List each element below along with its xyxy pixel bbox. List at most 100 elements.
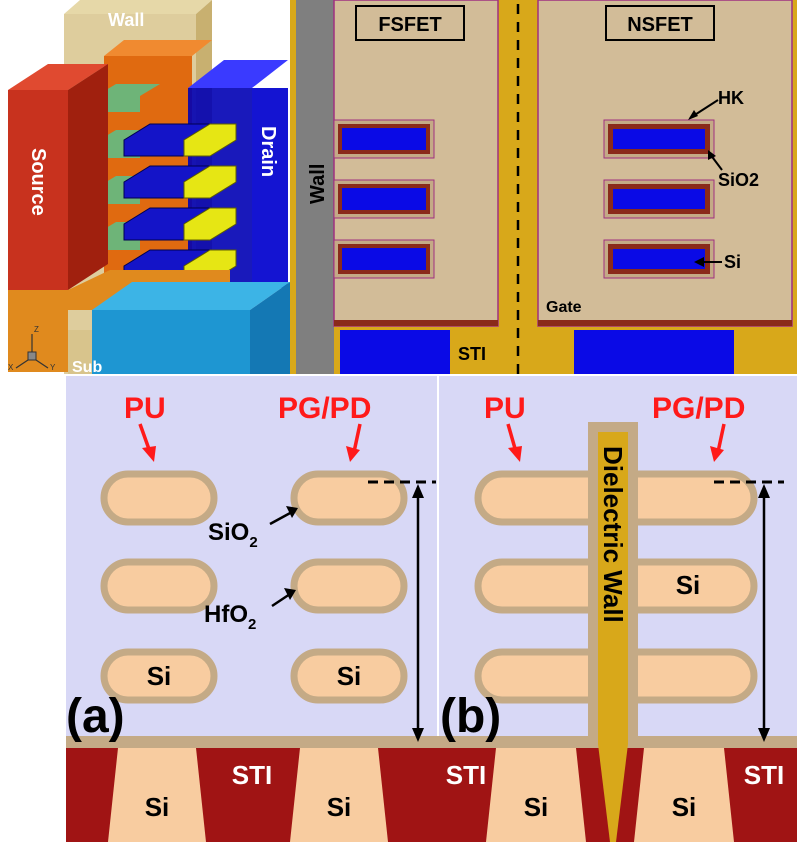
b-arrowhead-pu — [508, 446, 522, 462]
nsfet-channel-2-si — [613, 189, 705, 209]
label-hk: HK — [718, 88, 744, 108]
fsfet-bottom-si — [340, 330, 450, 374]
a-label-pgpd: PG/PD — [278, 392, 371, 425]
height-markers — [368, 480, 784, 742]
fsfet-title: FSFET — [378, 14, 441, 36]
a-sheet-pd-3 — [290, 648, 408, 704]
substrate-oxide-line — [66, 736, 797, 748]
a-sheet-pd-2 — [290, 558, 408, 614]
nanosheet-1-yellow — [183, 123, 237, 157]
b-label-dielectric-wall: Dielectric Wall — [598, 446, 628, 623]
fsfet-channel-3-si — [342, 248, 426, 270]
b-height-arrow-bottom — [758, 728, 770, 742]
label-sio2: SiO2 — [718, 170, 759, 190]
panel-b-letter: (b) — [440, 690, 501, 743]
b-label-si-fin-right: Si — [672, 792, 697, 822]
drain-front — [252, 88, 288, 288]
fsfet-channel-1-si — [342, 128, 426, 150]
substrate-sub-block — [68, 330, 92, 374]
nanosheet-stack — [123, 123, 237, 283]
nsfet-title: NSFET — [627, 14, 693, 36]
a-arrowhead-pu — [142, 446, 156, 462]
panel-cross-section: FSFET NSFET H — [290, 0, 797, 374]
b-label-sti-left: STI — [446, 760, 486, 790]
a-label-si-left: Si — [147, 661, 172, 691]
panel-b-sheets — [474, 422, 758, 842]
axis-triad: Z X Y — [8, 325, 56, 372]
a-arrow-hfo2 — [271, 592, 291, 608]
substrate-teal-top — [92, 282, 290, 310]
wall-top — [64, 0, 212, 14]
si-arrowhead — [694, 257, 704, 267]
panel-3d: Wall Source Drain Sub Z X Y — [8, 0, 290, 376]
a-sheet-pu-3 — [100, 648, 218, 704]
source-side — [68, 64, 108, 290]
fin-b-right — [634, 748, 734, 842]
axis-z-label: Z — [34, 325, 39, 334]
label-3d-wall: Wall — [108, 10, 144, 30]
panel-a-callouts: SiO2 HfO2 — [204, 506, 298, 633]
axis-y-line — [35, 359, 49, 369]
nsfet-bottom-si — [574, 330, 734, 374]
label-3d-drain: Drain — [257, 126, 279, 177]
fsfet-gate-bottom-line — [334, 320, 498, 326]
label-cross-wall: Wall — [307, 164, 329, 204]
panel-a-sheets — [100, 470, 408, 704]
dielectric-wall — [598, 432, 628, 842]
b-label-pu: PU — [484, 392, 526, 425]
fin-a-left — [108, 748, 206, 842]
red-labels: PU PG/PD PU PG/PD — [124, 392, 745, 462]
hk-arrowhead — [688, 110, 698, 120]
nsfet-gate-bottom-line — [538, 320, 792, 326]
green-sheet-1 — [96, 84, 160, 112]
nanosheet-2-yellow — [183, 165, 237, 199]
b-arrowhead-pgpd — [710, 446, 724, 462]
a-label-si-right: Si — [337, 661, 362, 691]
a-label-hfo2: HfO2 — [204, 601, 256, 633]
a-label-sio2: SiO2 — [208, 519, 258, 551]
a-sheet-pu-2 — [100, 558, 218, 614]
a-label-si-fin-left: Si — [145, 792, 170, 822]
source-top — [8, 64, 108, 90]
fsfet-title-box — [355, 5, 465, 41]
b-label-si-fin-left: Si — [524, 792, 549, 822]
a-label-si-fin-right: Si — [327, 792, 352, 822]
a-label-pu: PU — [124, 392, 166, 425]
axis-y-label: Y — [50, 363, 56, 372]
label-3d-sub: Sub — [72, 359, 102, 376]
a-arrow-pgpd — [352, 423, 362, 453]
substrate-teal-side — [250, 282, 290, 374]
b-arrow-pgpd — [716, 423, 726, 453]
nanosheet-3-yellow — [183, 207, 237, 241]
fsfet-channels — [333, 119, 435, 279]
nsfet-channel-3-si — [613, 249, 705, 269]
panel-a-letter: (a) — [66, 690, 125, 743]
nsfet-channel-1-si — [613, 129, 705, 149]
nsfet-title-box — [605, 5, 715, 41]
a-height-arrow-top — [412, 484, 424, 498]
fin-a-right — [290, 748, 388, 842]
label-gate: Gate — [546, 299, 582, 316]
label-sti-cross: STI — [458, 344, 486, 364]
a-arrowhead-pgpd — [346, 446, 360, 462]
b-height-arrow-top — [758, 484, 770, 498]
a-label-sti: STI — [232, 760, 272, 790]
axis-cube — [27, 351, 37, 361]
b-label-sti-right: STI — [744, 760, 784, 790]
fin-b-left — [486, 748, 586, 842]
label-3d-source: Source — [27, 148, 49, 216]
axis-x-line — [15, 359, 29, 369]
a-sheet-pu-1 — [100, 470, 218, 526]
b-label-pgpd: PG/PD — [652, 392, 745, 425]
a-arrow-sio2 — [269, 510, 293, 526]
a-arrowhead-sio2 — [286, 506, 298, 518]
panel-bottom: PU PG/PD PU PG/PD SiO2 HfO2 Si Si Si Si — [66, 376, 797, 842]
nsfet-channels — [603, 119, 715, 279]
label-si-cross: Si — [724, 252, 741, 272]
source-front — [8, 90, 68, 290]
gate-top — [104, 40, 212, 56]
axis-x-label: X — [8, 363, 14, 372]
a-sheet-pd-1 — [290, 470, 408, 526]
substrate-teal-front — [92, 310, 250, 374]
